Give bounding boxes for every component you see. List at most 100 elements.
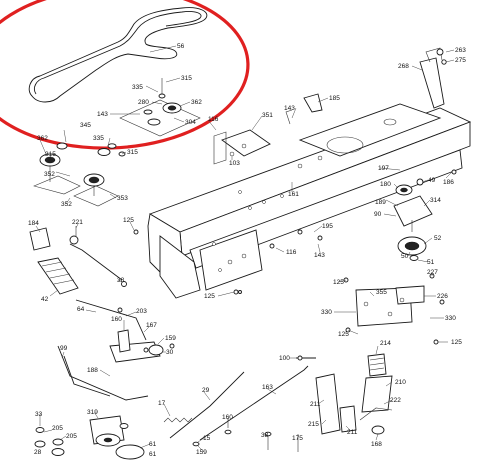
part-label: 125: [451, 339, 462, 346]
part-label: 330: [321, 309, 332, 316]
part-label: 275: [455, 57, 466, 64]
part-label: 167: [146, 322, 157, 329]
left-pulley-group[interactable]: [33, 142, 126, 207]
idler-pulley-assembly[interactable]: [119, 78, 201, 137]
lift-arm[interactable]: [285, 93, 323, 125]
part-label: 352: [44, 171, 55, 178]
part-label: 304: [185, 119, 196, 126]
left-bracket-parts[interactable]: [29, 226, 79, 251]
tractor-frame[interactable]: [147, 103, 472, 299]
part-label: 99: [60, 345, 68, 352]
part-label: 125: [123, 217, 134, 224]
part-label: 268: [398, 63, 409, 70]
part-label: 215: [308, 421, 319, 428]
part-label: 116: [286, 249, 297, 256]
part-label: 28: [34, 449, 42, 456]
part-label: 211: [347, 429, 358, 436]
part-label: 51: [427, 259, 435, 266]
part-label: 280: [138, 99, 149, 106]
pedal-levers[interactable]: [315, 373, 393, 435]
part-label: 353: [117, 195, 128, 202]
lift-handle[interactable]: [37, 243, 127, 295]
part-label: 160: [111, 316, 122, 323]
part-label: 180: [380, 181, 391, 188]
part-label: 159: [165, 335, 176, 342]
part-label: 315: [181, 75, 192, 82]
part-label: 52: [434, 235, 442, 242]
part-label: 64: [77, 306, 85, 313]
part-label: 125: [204, 293, 215, 300]
part-label: 125: [338, 331, 349, 338]
part-label: 319: [87, 409, 98, 416]
part-label: 203: [136, 308, 147, 315]
part-label: 188: [87, 367, 98, 374]
part-label: 351: [262, 112, 273, 119]
control-rod[interactable]: [199, 355, 316, 441]
part-label: 42: [41, 296, 49, 303]
part-label: 175: [292, 435, 303, 442]
part-label: 38: [261, 432, 269, 439]
part-label: 29: [202, 387, 210, 394]
part-label: 189: [375, 199, 386, 206]
part-label: 214: [380, 340, 391, 347]
part-label: 168: [371, 441, 382, 448]
part-label: 100: [279, 355, 290, 362]
part-label: 184: [28, 220, 39, 227]
brake-rod[interactable]: [169, 371, 245, 439]
part-label: 226: [437, 293, 448, 300]
part-label: 15: [203, 435, 211, 442]
brake-pedal[interactable]: [361, 353, 393, 413]
part-label: 90: [374, 211, 382, 218]
part-label: 335: [132, 84, 143, 91]
part-label: 143: [97, 111, 108, 118]
part-label: 33: [35, 411, 43, 418]
leader-lines: [35, 45, 455, 453]
part-label: 315: [127, 149, 138, 156]
shift-lever[interactable]: [419, 47, 447, 109]
part-label: 103: [229, 160, 240, 167]
part-label: 352: [61, 201, 72, 208]
part-label: 160: [222, 414, 233, 421]
part-label: 17: [158, 400, 166, 407]
part-label: 227: [427, 269, 438, 276]
misc-fasteners: [117, 169, 457, 353]
shift-linkage[interactable]: [57, 299, 164, 401]
part-label: 159: [196, 449, 207, 456]
part-label: 61: [149, 451, 157, 458]
part-label: 221: [72, 219, 83, 226]
bolts-bottom[interactable]: [192, 418, 299, 452]
part-label: 50: [401, 253, 409, 260]
part-label: 211: [310, 401, 321, 408]
part-label: 61: [149, 441, 157, 448]
part-label: 263: [455, 47, 466, 54]
rear-bracket[interactable]: [355, 285, 425, 327]
part-label: 125: [333, 279, 344, 286]
part-label: 49: [428, 177, 436, 184]
part-label: 56: [177, 43, 185, 50]
part-label: 210: [395, 379, 406, 386]
drive-belt[interactable]: [28, 7, 208, 103]
tension-spring[interactable]: [163, 417, 193, 423]
part-label: 195: [322, 223, 333, 230]
part-label: 143: [284, 105, 295, 112]
part-label: 205: [52, 425, 63, 432]
bracket-assembly[interactable]: [213, 129, 271, 165]
right-pulley-group[interactable]: [393, 178, 433, 261]
part-labels: 56 263 275 268 335 315 280 362 143 304 1…: [28, 43, 466, 458]
spindle-hardware[interactable]: [34, 415, 145, 460]
part-label: 222: [390, 397, 401, 404]
part-label: 315: [45, 151, 56, 158]
part-label: 161: [288, 191, 299, 198]
part-label: 197: [378, 165, 389, 172]
part-label: 345: [80, 122, 91, 129]
part-label: 314: [430, 197, 441, 204]
part-label: 116: [208, 116, 219, 123]
part-label: 362: [191, 99, 202, 106]
part-label: 205: [66, 433, 77, 440]
part-label: 330: [445, 315, 456, 322]
part-label: 355: [376, 289, 387, 296]
part-label: 185: [329, 95, 340, 102]
part-label: 362: [37, 135, 48, 142]
part-label: 186: [443, 179, 454, 186]
